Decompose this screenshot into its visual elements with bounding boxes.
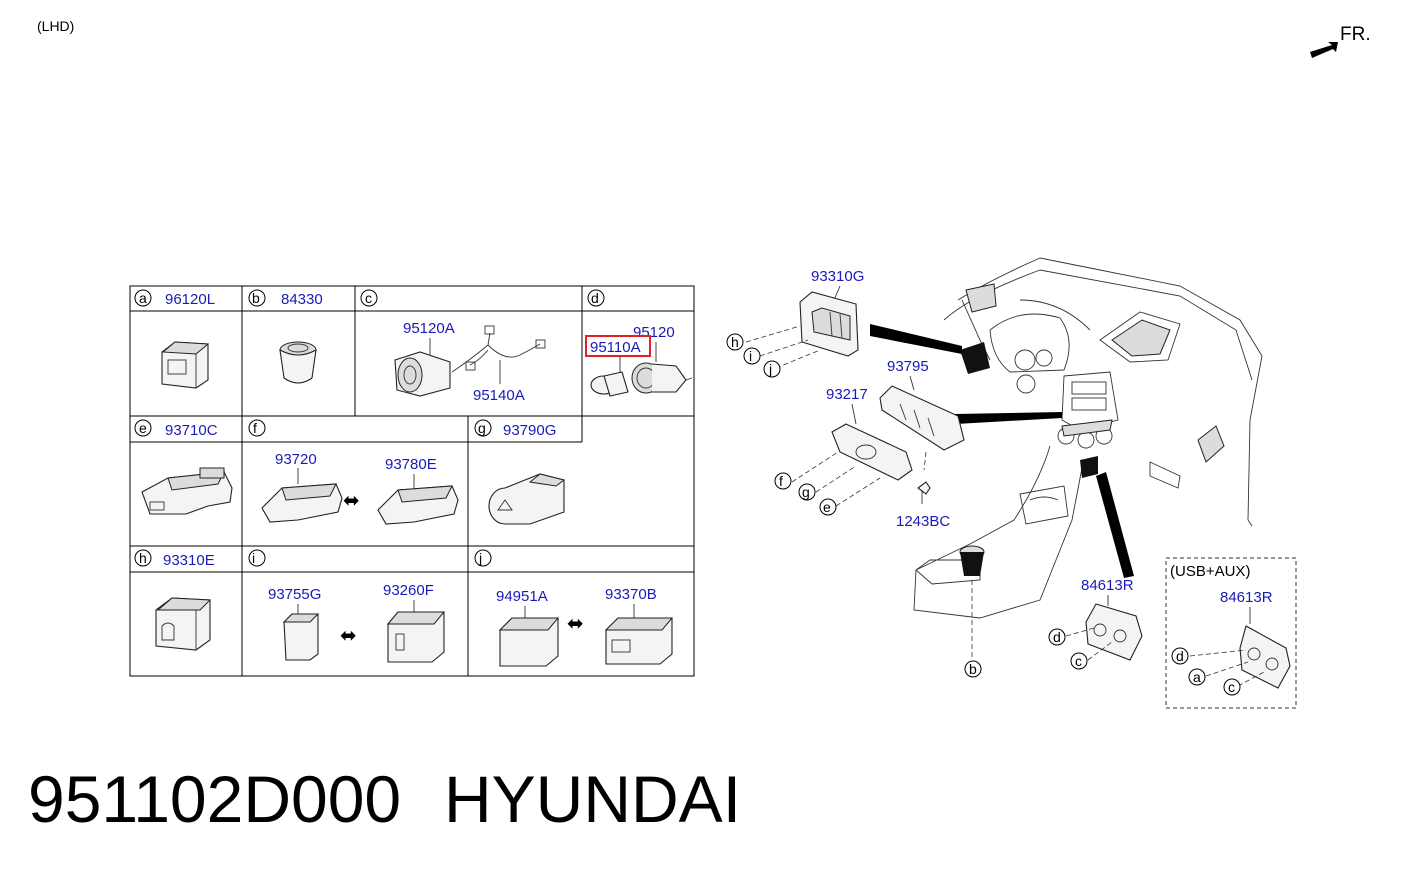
- callout-letter: d: [1053, 629, 1061, 645]
- part-84613R: [1085, 603, 1143, 661]
- cell-letter: a: [139, 290, 147, 306]
- usb-aux-inset: [1165, 557, 1297, 709]
- cell-j: j 94951A 93370B ⬌: [474, 549, 674, 667]
- callout-letter: c: [1228, 679, 1235, 695]
- footer-brand: HYUNDAI: [444, 762, 741, 836]
- part-label: 93710C: [165, 422, 218, 439]
- cell-letter: h: [139, 550, 147, 566]
- part-label: 93310G: [811, 268, 864, 285]
- part-label: 1243BC: [896, 513, 950, 530]
- cell-i: i 93755G 93260F ⬌: [248, 549, 446, 663]
- footer-part-number: 951102D000: [28, 762, 401, 836]
- swap-arrow-icon: ⬌: [567, 613, 584, 635]
- part-93217: [831, 423, 913, 481]
- callout-letter: c: [1075, 653, 1082, 669]
- part-label: 93720: [275, 451, 317, 468]
- callout-letter: g: [802, 484, 810, 500]
- parts-grid: [129, 285, 695, 677]
- cell-letter-circle: [587, 289, 605, 307]
- part-84613R-usb: [1239, 625, 1291, 689]
- callout-circle: [798, 483, 816, 501]
- callout-circle: [1048, 628, 1066, 646]
- callout-letter: j: [768, 361, 772, 377]
- cell-letter: f: [253, 420, 257, 436]
- cell-letter-circle: [248, 419, 266, 437]
- cell-letter: j: [478, 550, 482, 566]
- callout-circle: [819, 498, 837, 516]
- part-label: 93780E: [385, 456, 437, 473]
- callout-letter: h: [731, 334, 739, 350]
- cell-letter-circle: [474, 549, 492, 567]
- callout-letter: i: [749, 348, 752, 364]
- part-label: 84613R: [1081, 577, 1134, 594]
- front-arrow-icon: [1310, 42, 1338, 58]
- part-93795: [879, 385, 965, 451]
- cell-letter: i: [252, 550, 255, 566]
- part-label: 93755G: [268, 586, 321, 603]
- part-label: 95140A: [473, 387, 525, 404]
- cell-letter-circle: [360, 289, 378, 307]
- highlighted-part-box: [585, 335, 651, 357]
- pointer-wedge: [954, 412, 1062, 424]
- part-label: 93795: [887, 358, 929, 375]
- part-label: 95120A: [403, 320, 455, 337]
- cell-letter-circle: [134, 289, 152, 307]
- cell-b: b 84330: [248, 289, 323, 384]
- part-label: 96120L: [165, 291, 215, 308]
- part-label: 93217: [826, 386, 868, 403]
- cell-letter: d: [591, 290, 599, 306]
- cell-letter: c: [365, 290, 372, 306]
- cell-letter-circle: [134, 549, 152, 567]
- part-label: 84330: [281, 291, 323, 308]
- callout-letter: d: [1176, 648, 1184, 664]
- screw-icon: [917, 481, 931, 495]
- callout-circle: [1188, 668, 1206, 686]
- cell-f: f 93720 93780E ⬌: [248, 419, 459, 525]
- cell-g: g 93790G: [474, 419, 566, 525]
- part-label: 94951A: [496, 588, 548, 605]
- highlighted-part-label: 95110A: [590, 339, 641, 356]
- inset-title: (USB+AUX): [1170, 563, 1250, 580]
- part-label: 93370B: [605, 586, 657, 603]
- cell-letter: e: [139, 420, 147, 436]
- swap-arrow-icon: ⬌: [343, 490, 360, 512]
- callout-letter: f: [779, 473, 783, 489]
- callout-circle: [1171, 647, 1189, 665]
- callout-circle: [1070, 652, 1088, 670]
- cell-letter: b: [252, 290, 260, 306]
- dashboard-drawing: [870, 257, 1263, 619]
- callout-circle: [743, 347, 761, 365]
- swap-arrow-icon: ⬌: [340, 625, 357, 647]
- part-label: 93790G: [503, 422, 556, 439]
- part-label: 93260F: [383, 582, 434, 599]
- front-label: FR.: [1340, 24, 1371, 45]
- callout-circle: [763, 360, 781, 378]
- variant-label: (LHD): [37, 18, 74, 34]
- callout-letter: b: [969, 661, 977, 677]
- cell-e: e 93710C: [134, 419, 233, 515]
- callout-letter: a: [1193, 669, 1201, 685]
- pointer-wedge: [1096, 472, 1134, 578]
- callout-circle: [726, 333, 744, 351]
- part-label: 93310E: [163, 552, 215, 569]
- part-label: 84613R: [1220, 589, 1273, 606]
- cell-c: c 95120A 95140A: [360, 289, 546, 404]
- pointer-wedge: [870, 324, 962, 354]
- callout-circle: [964, 660, 982, 678]
- callout-letter: e: [823, 499, 831, 515]
- callout-circle: [774, 472, 792, 490]
- cell-letter-circle: [474, 419, 492, 437]
- cell-letter-circle: [248, 549, 266, 567]
- callout-circle: [1223, 678, 1241, 696]
- cell-a: a 96120L: [134, 289, 215, 389]
- cell-h: h 93310E: [134, 549, 215, 651]
- cell-letter-circle: [248, 289, 266, 307]
- cell-letter-circle: [134, 419, 152, 437]
- cell-d: d 95120 95110A: [585, 289, 693, 397]
- cell-letter: g: [478, 420, 486, 436]
